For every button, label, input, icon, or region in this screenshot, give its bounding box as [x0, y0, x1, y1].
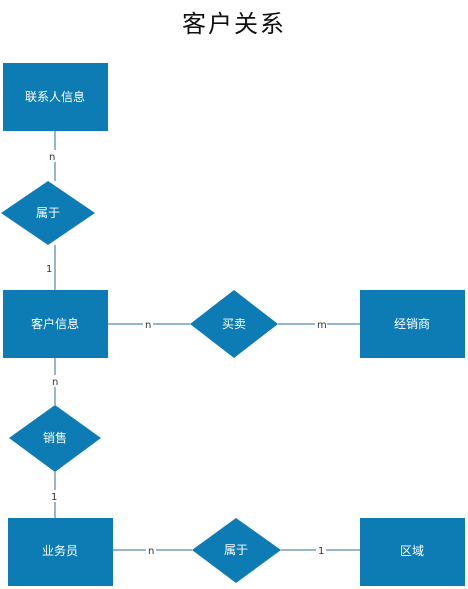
entity-contact-info-label: 联系人信息 — [25, 89, 85, 104]
cardinality-belongs-customer: 1 — [46, 264, 52, 275]
entity-salesperson[interactable]: 业务员 — [8, 518, 113, 586]
diagram-title: 客户关系 — [182, 10, 286, 38]
cardinality-contact-belongs: n — [49, 152, 55, 163]
entity-customer-info[interactable]: 客户信息 — [3, 290, 108, 358]
relationship-belongs-to-1[interactable]: 属于 — [1, 181, 95, 245]
relationship-belongs-to-2-label: 属于 — [224, 543, 248, 557]
cardinality-belongs-region: 1 — [318, 546, 324, 557]
cardinality-customer-sales: n — [52, 377, 58, 388]
cardinality-trade-dealer: m — [317, 320, 327, 331]
entity-salesperson-label: 业务员 — [42, 543, 78, 558]
entity-contact-info[interactable]: 联系人信息 — [3, 63, 108, 131]
entity-region[interactable]: 区域 — [360, 518, 465, 586]
cardinality-labels: n 1 n m n 1 n 1 — [44, 150, 327, 557]
relationship-sales-label: 销售 — [43, 430, 67, 445]
cardinality-salesperson-belongs: n — [148, 546, 154, 557]
cardinality-customer-trade: n — [145, 320, 151, 331]
relationship-trade[interactable]: 买卖 — [190, 290, 278, 358]
relationship-sales[interactable]: 销售 — [9, 405, 101, 472]
relationship-belongs-to-1-label: 属于 — [36, 206, 60, 220]
cardinality-sales-salesperson: 1 — [51, 492, 57, 503]
entity-customer-info-label: 客户信息 — [31, 316, 79, 331]
relationship-trade-label: 买卖 — [222, 317, 246, 331]
entity-region-label: 区域 — [400, 544, 424, 558]
entity-dealer[interactable]: 经销商 — [360, 290, 465, 358]
entity-dealer-label: 经销商 — [394, 316, 430, 331]
relationship-belongs-to-2[interactable]: 属于 — [192, 518, 281, 583]
